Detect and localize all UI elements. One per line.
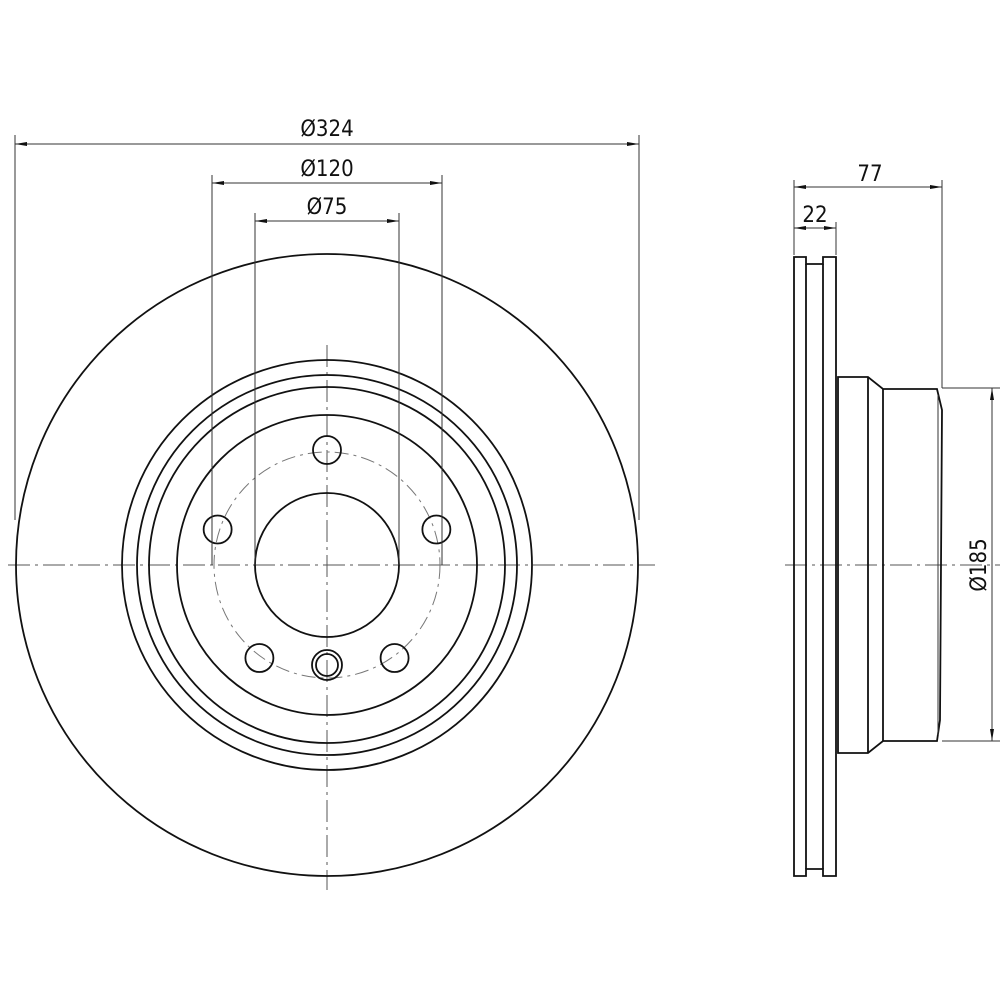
front-view	[8, 253, 655, 890]
bolt-hole	[202, 514, 233, 545]
center-bore-label: Ø75	[307, 195, 348, 220]
bolt-hole	[312, 435, 342, 465]
bolt-holes	[202, 435, 452, 673]
hat-outer-edge	[136, 374, 518, 756]
threaded-hole	[311, 649, 343, 681]
side-view	[785, 256, 1000, 877]
friction-ring-inner-edge	[121, 359, 533, 771]
bolt-hole	[244, 643, 275, 673]
bolt-circle	[213, 451, 441, 679]
disc-outer-edge	[15, 253, 639, 877]
front-dimensions: Ø324 Ø120 Ø75	[14, 117, 640, 565]
bolt-hole	[421, 514, 452, 545]
hat-step-edge	[148, 386, 506, 744]
disc-section	[793, 256, 837, 877]
hub-face-edge	[176, 414, 478, 716]
disc-thickness-label: 22	[802, 203, 827, 228]
outer-diameter-label: Ø324	[300, 117, 353, 142]
bolt-circle-label: Ø120	[300, 157, 353, 182]
hat-section	[837, 376, 943, 754]
hat-diameter-label: Ø185	[967, 538, 992, 591]
overall-height-label: 77	[857, 162, 882, 187]
bolt-hole	[379, 643, 410, 673]
side-dimensions: 77 22 Ø185	[793, 162, 1000, 742]
